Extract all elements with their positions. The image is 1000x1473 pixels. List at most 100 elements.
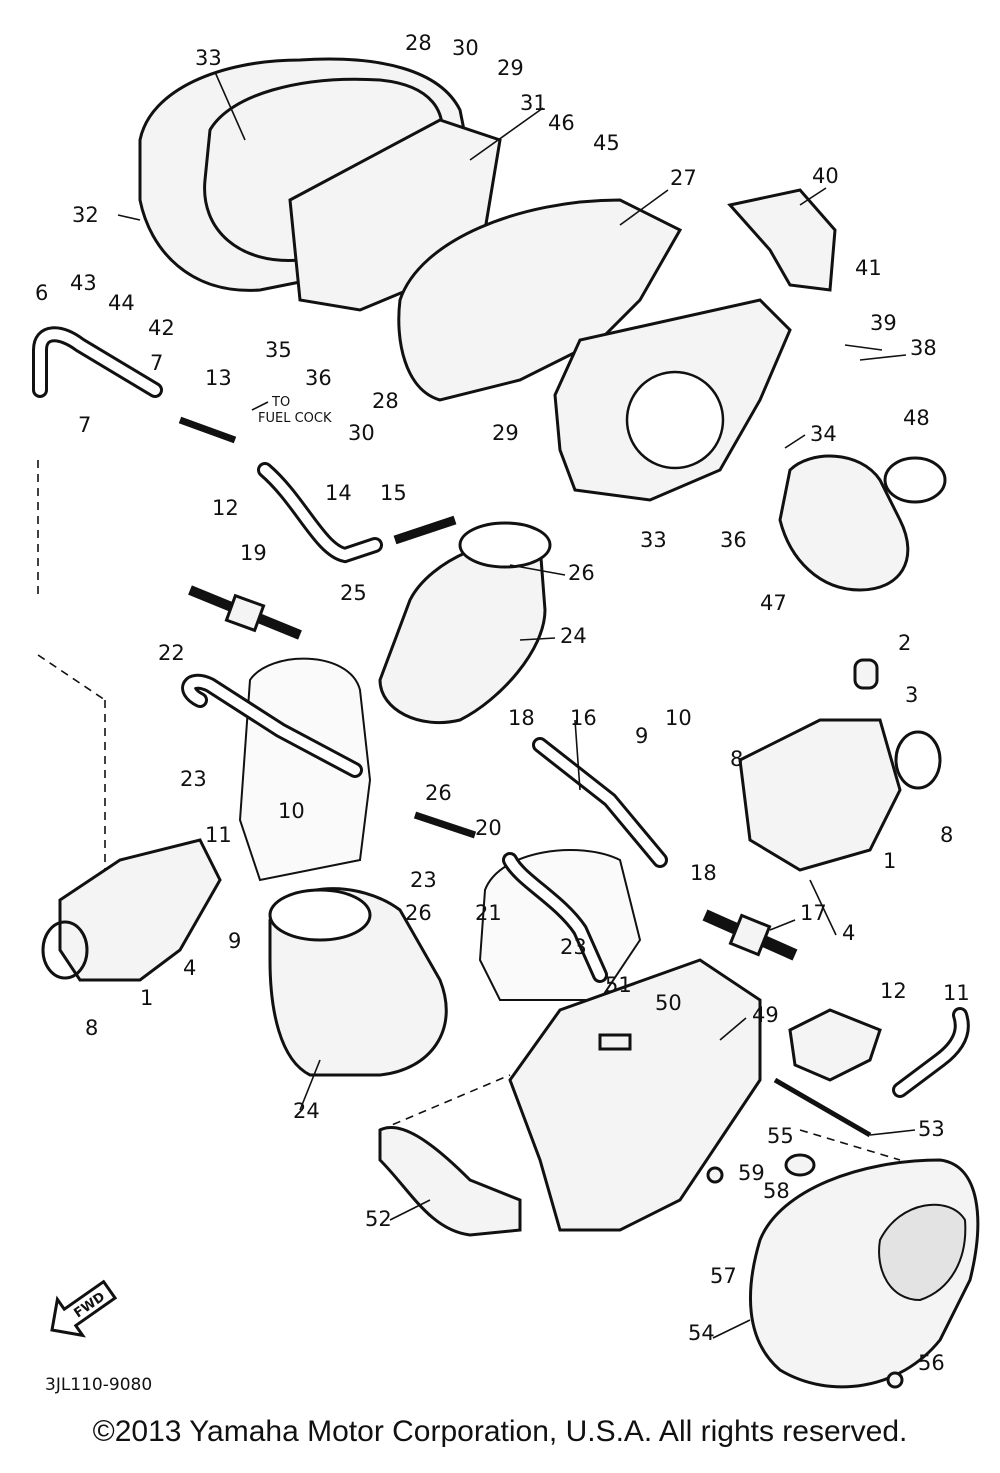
callout-2: 2	[898, 631, 911, 655]
connector-15	[393, 515, 457, 545]
callout-28-top: 28	[405, 31, 432, 55]
grommet-55	[784, 1153, 816, 1177]
joint-clamp-lower	[268, 888, 372, 942]
drawing-code: 3JL110-9080	[45, 1375, 152, 1395]
callout-41: 40	[812, 164, 839, 188]
callout-30-mid: 30	[348, 421, 375, 445]
callout-1-left: 1	[140, 986, 153, 1010]
callout-38: 36	[720, 528, 747, 552]
hose-22-inner	[184, 676, 360, 775]
callout-17: 17	[800, 901, 827, 925]
callout-29-top: 29	[497, 56, 524, 80]
joint-clamp-right	[883, 456, 947, 504]
hose-16-inner	[535, 740, 665, 865]
callout-49: 49	[752, 1003, 779, 1027]
callout-7-a: 7	[150, 351, 163, 375]
cover-plate-opening	[625, 370, 725, 470]
callout-45-left: 44	[108, 291, 135, 315]
callout-56: 56	[918, 1351, 945, 1375]
callout-13: 13	[205, 366, 232, 390]
fuel-cock-arrow	[251, 401, 269, 411]
cover-mesh	[878, 1203, 967, 1302]
hose-11-inner	[895, 1010, 967, 1095]
screw-56	[886, 1371, 904, 1389]
callout-51: 51	[605, 973, 632, 997]
intake-manifold-right	[738, 718, 902, 872]
fuel-cock-note-line1: TO	[271, 395, 290, 410]
callout-24-a: 24	[560, 624, 587, 648]
callout-10-left: 11	[205, 823, 232, 847]
callout-8-right: 8	[940, 823, 953, 847]
callout-37: 36	[305, 366, 332, 390]
callout-14: 14	[325, 481, 352, 505]
callout-labels: 33 28 30 29 31 46 45 27 40 32 41 43 6 44…	[35, 31, 970, 1375]
callout-5-left: 9	[228, 929, 241, 953]
callout-20: 20	[475, 816, 502, 840]
callout-18-a: 18	[508, 706, 535, 730]
breather-fitting	[788, 1008, 882, 1082]
callout-44: 43	[70, 271, 97, 295]
callout-53: 53	[918, 1117, 945, 1141]
callout-31: 31	[520, 91, 547, 115]
assembly-line-lower	[379, 1074, 511, 1131]
hose-21-inner	[505, 855, 605, 980]
stay	[378, 1125, 522, 1237]
callout-43: 42	[148, 316, 175, 340]
intake-joint-right	[778, 454, 910, 592]
callout-39: 38	[910, 336, 937, 360]
callout-12-top: 12	[212, 496, 239, 520]
callout-46: 46	[548, 111, 575, 135]
callout-9-left: 10	[278, 799, 305, 823]
callout-23-b: 23	[410, 868, 437, 892]
assembly-line-left	[37, 460, 106, 870]
callout-19: 19	[240, 541, 267, 565]
callout-22: 22	[158, 641, 185, 665]
callout-25: 25	[340, 581, 367, 605]
callout-4-right: 4	[842, 921, 855, 945]
callout-5-right: 8	[730, 747, 743, 771]
hose-6-inner	[35, 329, 160, 395]
callout-59: 59	[738, 1161, 765, 1185]
callout-42: 41	[855, 256, 882, 280]
callout-35: 34	[810, 422, 837, 446]
callout-34: 33	[640, 528, 667, 552]
callout-15: 15	[380, 481, 407, 505]
joint-clamp-upper	[458, 521, 552, 569]
callout-26-b: 26	[425, 781, 452, 805]
assembly-line-right	[799, 1129, 901, 1161]
cap-2	[853, 658, 879, 690]
callout-12-right: 12	[880, 979, 907, 1003]
callout-10-right: 10	[665, 706, 692, 730]
o-ring-left	[41, 920, 89, 980]
callout-45-top: 45	[593, 131, 620, 155]
fitting-50	[598, 1033, 632, 1051]
tube-17-body	[728, 913, 772, 957]
callout-24-b: 24	[293, 1099, 320, 1123]
exploded-parts-diagram: 33 28 30 29 31 46 45 27 40 32 41 43 6 44…	[32, 31, 980, 1395]
callout-28-mid: 28	[372, 389, 399, 413]
callout-16: 16	[570, 706, 597, 730]
callout-57: 57	[710, 1264, 737, 1288]
long-bolt	[773, 1077, 872, 1138]
fwd-arrow-badge: FWD	[50, 1279, 118, 1338]
tube-19-body	[224, 593, 266, 633]
hose-14-inner	[260, 465, 380, 561]
callout-27: 27	[670, 166, 697, 190]
callout-32: 32	[72, 203, 99, 227]
callout-9-right: 9	[635, 724, 648, 748]
bracket-assembly	[508, 958, 762, 1232]
bracket-41	[727, 188, 837, 292]
callout-36: 35	[265, 338, 292, 362]
fuel-cock-note-line2: FUEL COCK	[258, 411, 332, 426]
callout-23-a: 23	[180, 767, 207, 791]
o-ring-right	[894, 730, 942, 790]
t-joint-20	[413, 811, 477, 839]
callout-7-b: 7	[78, 413, 91, 437]
callout-50: 50	[655, 991, 682, 1015]
callout-26-c: 26	[405, 901, 432, 925]
callout-21: 21	[475, 901, 502, 925]
callout-47: 47	[760, 591, 787, 615]
callout-1-right: 1	[883, 849, 896, 873]
intake-manifold-left	[58, 838, 222, 982]
washer-59	[706, 1166, 724, 1184]
